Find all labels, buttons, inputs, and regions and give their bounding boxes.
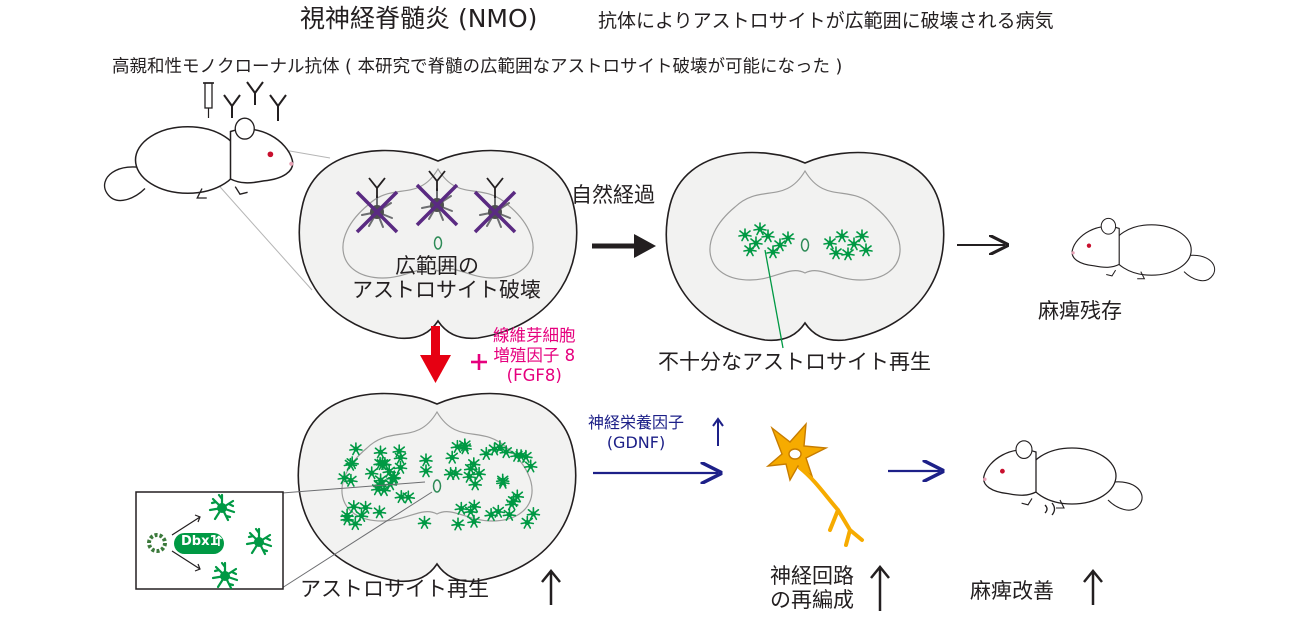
paralysis-improve-label: 麻痺改善 <box>970 579 1054 603</box>
mouse-icon <box>1070 217 1216 282</box>
natural-course-label: 自然経過 <box>571 183 655 207</box>
progenitor-cell-icon <box>147 533 167 553</box>
dbx1-label: Dbx1 <box>181 534 219 549</box>
right-arrow-icon <box>592 234 656 258</box>
page-subtitle: 抗体によりアストロサイトが広範囲に破壊される病気 <box>598 10 1054 32</box>
fgf8-label-line1: 線維芽細胞 <box>493 326 576 345</box>
mouse-icon <box>982 440 1143 511</box>
damage-label-line1: 広範囲の <box>395 254 479 278</box>
circuit-label-line2: の再編成 <box>770 588 854 613</box>
up-arrow-icon <box>1083 569 1103 605</box>
circuit-label-line1: 神経回路 <box>770 564 854 588</box>
damage-label-line2: アストロサイト破壊 <box>352 278 541 303</box>
up-arrow-icon <box>870 565 890 611</box>
inset-arrows <box>171 514 201 572</box>
damaged-astrocyte-group <box>355 170 517 234</box>
page-title: 視神経脊髄炎 (NMO) <box>300 4 538 33</box>
zoom-guide-line <box>204 169 313 291</box>
plus-icon <box>471 354 487 370</box>
inset-guide-line <box>281 481 426 494</box>
paralysis-remain-label: 麻痺残存 <box>1038 299 1122 323</box>
dbx1-badge <box>174 533 224 554</box>
up-arrow-icon <box>541 569 561 605</box>
gdnf-label-line1: 神経栄養因子 <box>588 413 685 432</box>
motion-lines <box>1044 502 1056 516</box>
astrocyte-regen-label: アストロサイト再生 <box>300 577 489 601</box>
mouse-icon <box>103 117 295 202</box>
pointer-line <box>764 249 784 349</box>
antibody-label: 高親和性モノクローナル抗体 ( 本研究で脊髄の広範囲なアストロサイト破壊が可能に… <box>112 57 843 77</box>
spinal-cord-icon <box>665 151 945 342</box>
inset-guide-line <box>281 491 433 589</box>
fgf8-label-line2: 増殖因子 8 <box>493 346 576 366</box>
insufficient-regen-label: 不十分なアストロサイト再生 <box>658 350 931 374</box>
up-arrow-icon <box>712 417 724 446</box>
damage-label: 広範囲の アストロサイト破壊 <box>352 254 541 303</box>
syringe-icon <box>203 82 214 118</box>
neuron-icon <box>765 421 864 547</box>
spinal-cord-icon <box>298 149 578 340</box>
fgf8-label: 線維芽細胞 増殖因子 8 (FGF8) <box>493 326 576 386</box>
dbx1-up-icon: ↑ <box>213 534 225 550</box>
fgf8-label-line3: (FGF8) <box>506 366 562 386</box>
gdnf-label: 神経栄養因子 (GDNF) <box>588 413 684 453</box>
spinal-cord-icon <box>297 392 577 583</box>
down-arrow-icon <box>420 326 451 383</box>
gdnf-label-line2: (GDNF) <box>606 433 666 452</box>
circuit-label: 神経回路 の再編成 <box>756 564 868 612</box>
antibody-icon <box>223 81 287 121</box>
